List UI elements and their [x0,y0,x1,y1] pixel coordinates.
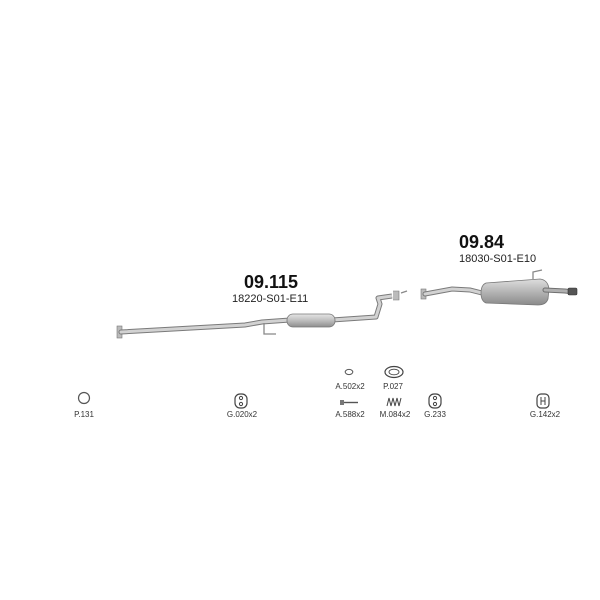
part-number-rear-silencer: 09.84 [459,232,505,252]
accessory-label-g142: G.142x2 [529,410,561,419]
oem-number-rear-silencer: 18030-S01-E10 [459,253,537,265]
accessory-label-p131: P.131 [74,410,94,419]
h-hanger-icon [536,393,550,409]
rubber-hanger-icon [234,393,248,409]
front-pipe-hanger [263,323,276,335]
accessory-label-g233: G.233 [424,410,446,419]
center-resonator [286,313,336,328]
rubber-mount-icon [428,393,442,409]
accessory-label-g020: G.020x2 [226,410,258,419]
gasket-ring-icon [384,365,404,379]
bolt-icon [340,400,358,405]
ring-icon [77,391,91,405]
accessory-label-p027: P.027 [383,382,403,391]
rear-silencer [420,269,578,306]
spring-icon [386,397,402,407]
accessory-label-a588: A.588x2 [335,410,365,419]
silencer-hanger [532,269,543,279]
front-pipe [116,290,408,339]
nut-icon [344,368,354,376]
silencer-box [480,278,550,306]
oem-number-front-pipe: 18220-S01-E11 [232,293,309,305]
accessory-label-m084: M.084x2 [379,410,411,419]
part-number-front-pipe: 09.115 [244,272,299,292]
accessory-label-a502: A.502x2 [335,382,365,391]
